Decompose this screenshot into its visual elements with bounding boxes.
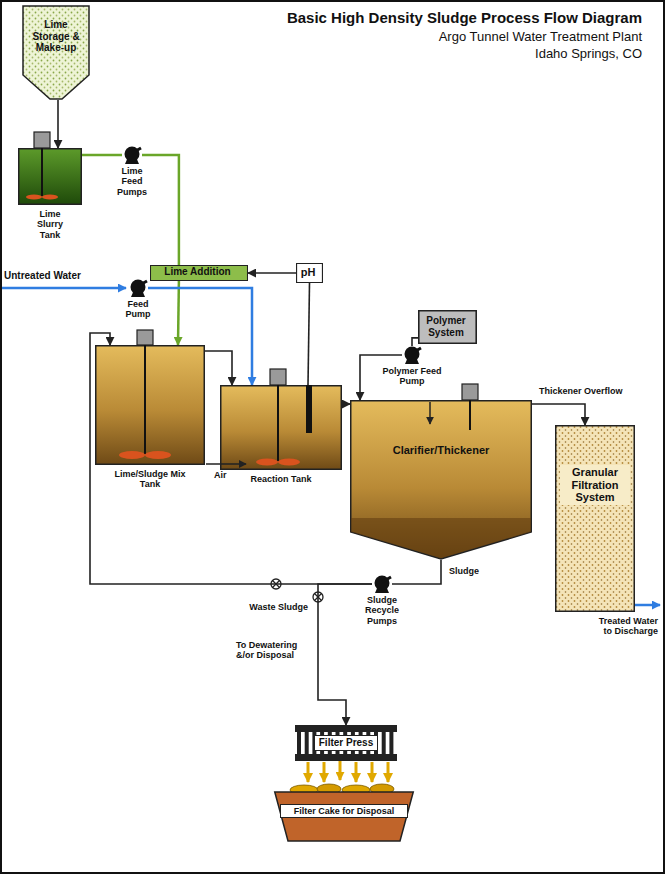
node-shape bbox=[555, 425, 635, 612]
flow-label: To Dewatering &/or Disposal bbox=[236, 640, 306, 661]
untreated-water-pipe bbox=[2, 287, 126, 290]
node-label: Lime Addition bbox=[150, 266, 245, 278]
reaction-tank: Reaction Tank bbox=[220, 385, 342, 470]
node-label: Polymer Feed Pump bbox=[382, 366, 442, 387]
pump-symbol: Lime Feed Pumps bbox=[122, 146, 142, 164]
flow-label: Untreated Water bbox=[4, 270, 114, 282]
flow-connector bbox=[205, 351, 232, 385]
flow-label: Air bbox=[214, 470, 238, 480]
filtrate-arrows bbox=[308, 762, 388, 782]
diagram-title: Basic High Density Sludge Process Flow D… bbox=[150, 9, 642, 26]
lime-slurry-tank: Lime Slurry Tank bbox=[18, 148, 82, 205]
flow-connector bbox=[342, 403, 350, 405]
treated-water-pipe bbox=[635, 604, 660, 607]
clarifier-thickener: Clarifier/Thickener bbox=[350, 400, 532, 560]
flow-label: Waste Sludge bbox=[232, 602, 308, 612]
node-label: Reaction Tank bbox=[231, 474, 331, 484]
node-label: pH bbox=[296, 266, 320, 279]
pump-symbol: Sludge Recycle Pumps bbox=[372, 575, 392, 593]
pump-symbol: Polymer Feed Pump bbox=[402, 346, 422, 364]
storage-hopper: Lime Storage & Make-up bbox=[22, 5, 90, 100]
node-label: Filter Cake for Disposal bbox=[280, 804, 408, 818]
filter-press: Filter Press bbox=[295, 725, 397, 761]
node-shape bbox=[95, 345, 205, 465]
flow-connector bbox=[142, 155, 179, 265]
cake-tray: Filter Cake for Disposal bbox=[274, 780, 414, 842]
flow-connector bbox=[82, 154, 122, 157]
valve-symbols bbox=[271, 579, 323, 602]
flow-connector bbox=[248, 272, 296, 274]
flow-connector bbox=[177, 281, 180, 345]
subtitle-text: Argo Tunnel Water Treatment Plant bbox=[300, 30, 642, 45]
edge-label: Sludge bbox=[448, 566, 480, 576]
node-label: Sludge Recycle Pumps bbox=[356, 595, 408, 626]
node-shape bbox=[18, 148, 82, 205]
pump-symbol: Feed Pump bbox=[128, 279, 148, 297]
flow-connector bbox=[318, 584, 372, 725]
flow-connector bbox=[308, 283, 310, 385]
node-label: Lime/Sludge Mix Tank bbox=[113, 469, 187, 490]
flow-connector bbox=[360, 355, 402, 400]
flow-connector bbox=[57, 100, 59, 148]
flow-connector bbox=[339, 761, 342, 780]
edge-label: Thickener Overflow bbox=[538, 386, 624, 396]
process-box: Lime Addition bbox=[150, 265, 248, 281]
filtration-vessel: Granular Filtration System bbox=[555, 425, 635, 612]
node-label: Clarifier/Thickener bbox=[380, 444, 502, 457]
node-shape bbox=[122, 146, 142, 164]
node-shape bbox=[128, 279, 148, 297]
ph-controller: pH bbox=[296, 263, 323, 283]
subtitle-text: Idaho Springs, CO bbox=[300, 47, 642, 62]
flow-connector bbox=[532, 404, 585, 425]
node-shape bbox=[402, 346, 422, 364]
node-label: Lime Storage & Make-up bbox=[30, 19, 82, 54]
node-label: Granular Filtration System bbox=[560, 465, 630, 505]
flow-connector bbox=[90, 333, 372, 584]
node-label: Lime Feed Pumps bbox=[115, 166, 149, 197]
polymer-system-box: Polymer System bbox=[418, 310, 477, 344]
node-label: Filter Press bbox=[314, 735, 378, 751]
node-label: Polymer System bbox=[418, 315, 474, 338]
node-shape bbox=[350, 400, 532, 560]
mix-tank: Lime/Sludge Mix Tank bbox=[95, 345, 205, 465]
flow-connector bbox=[392, 560, 441, 584]
node-label: Feed Pump bbox=[122, 299, 154, 320]
node-label: Lime Slurry Tank bbox=[30, 209, 70, 240]
node-shape bbox=[220, 385, 342, 470]
flow-label: Treated Water to Discharge bbox=[588, 616, 658, 637]
flow-connector bbox=[412, 338, 418, 346]
node-shape bbox=[372, 575, 392, 593]
